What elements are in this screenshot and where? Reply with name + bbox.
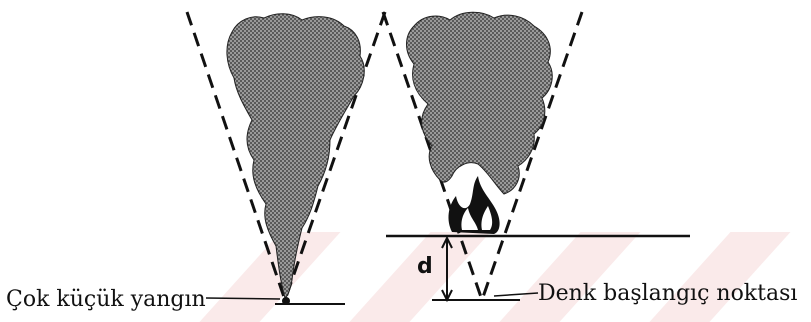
distance-label: d [417,256,433,278]
smoke-plume-icon [227,14,364,298]
smoke-plume-icon [407,12,553,194]
small-fire-leader [206,298,280,299]
left-plume-group [187,12,385,305]
virtual-origin-label: Denk başlangıç noktası [538,283,797,305]
small-fire-label: Çok küçük yangın [6,289,206,311]
virtual-origin-leader [494,293,538,296]
